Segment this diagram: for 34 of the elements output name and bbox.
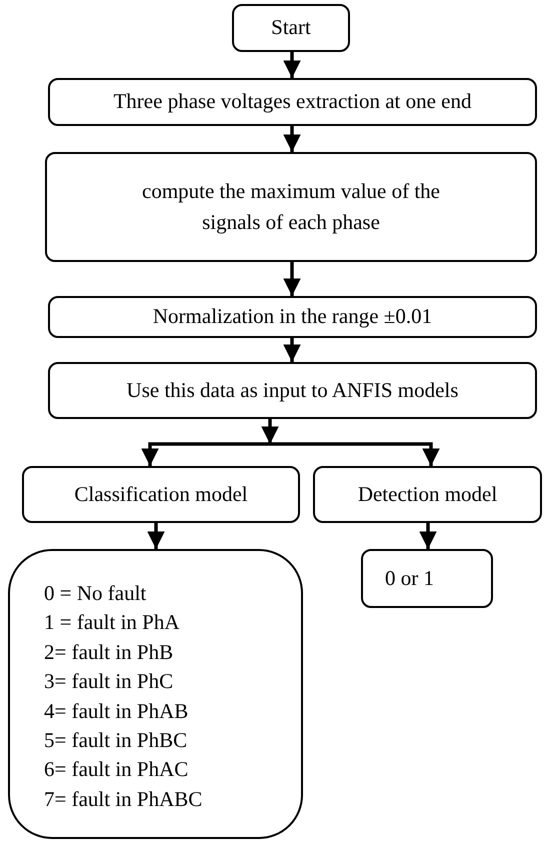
start-terminal	[232, 4, 350, 52]
list-item: 2= fault in PhB	[44, 638, 174, 666]
arrow	[141, 442, 270, 466]
process-box	[48, 78, 537, 126]
box-label: 0 or 1	[385, 564, 434, 592]
arrow	[283, 262, 301, 296]
box-label: compute the maximum value of the signals of each phase	[141, 178, 441, 236]
process-box	[48, 362, 537, 419]
box-label: Classification model	[74, 480, 248, 508]
arrow	[283, 338, 301, 362]
list-item: 7= fault in PhABC	[44, 786, 202, 813]
process-box	[45, 152, 537, 262]
process-box	[361, 549, 493, 608]
arrow	[419, 523, 437, 549]
box-label: Start	[271, 14, 311, 42]
arrow	[270, 442, 440, 466]
list-item: 1 = fault in PhA	[44, 609, 180, 636]
arrow	[261, 419, 279, 444]
process-box	[22, 466, 300, 523]
process-box	[8, 549, 303, 839]
box-label: Detection model	[358, 480, 498, 508]
box-label: Normalization in the range ±0.01	[152, 303, 432, 330]
list-item: 0 = No fault	[44, 580, 146, 607]
process-box	[313, 466, 542, 523]
arrow	[147, 523, 165, 549]
box-label: Three phase voltages extraction at one end	[113, 88, 472, 116]
list-item: 5= fault in PhBC	[44, 726, 188, 754]
list-item: 6= fault in PhAC	[44, 756, 188, 784]
list-item: 3= fault in PhC	[44, 668, 174, 696]
list-item: 4= fault in PhAB	[44, 698, 188, 725]
arrow	[283, 126, 301, 152]
process-box	[48, 296, 537, 338]
arrow	[283, 52, 301, 78]
box-label: Use this data as input to ANFIS models	[126, 376, 458, 404]
